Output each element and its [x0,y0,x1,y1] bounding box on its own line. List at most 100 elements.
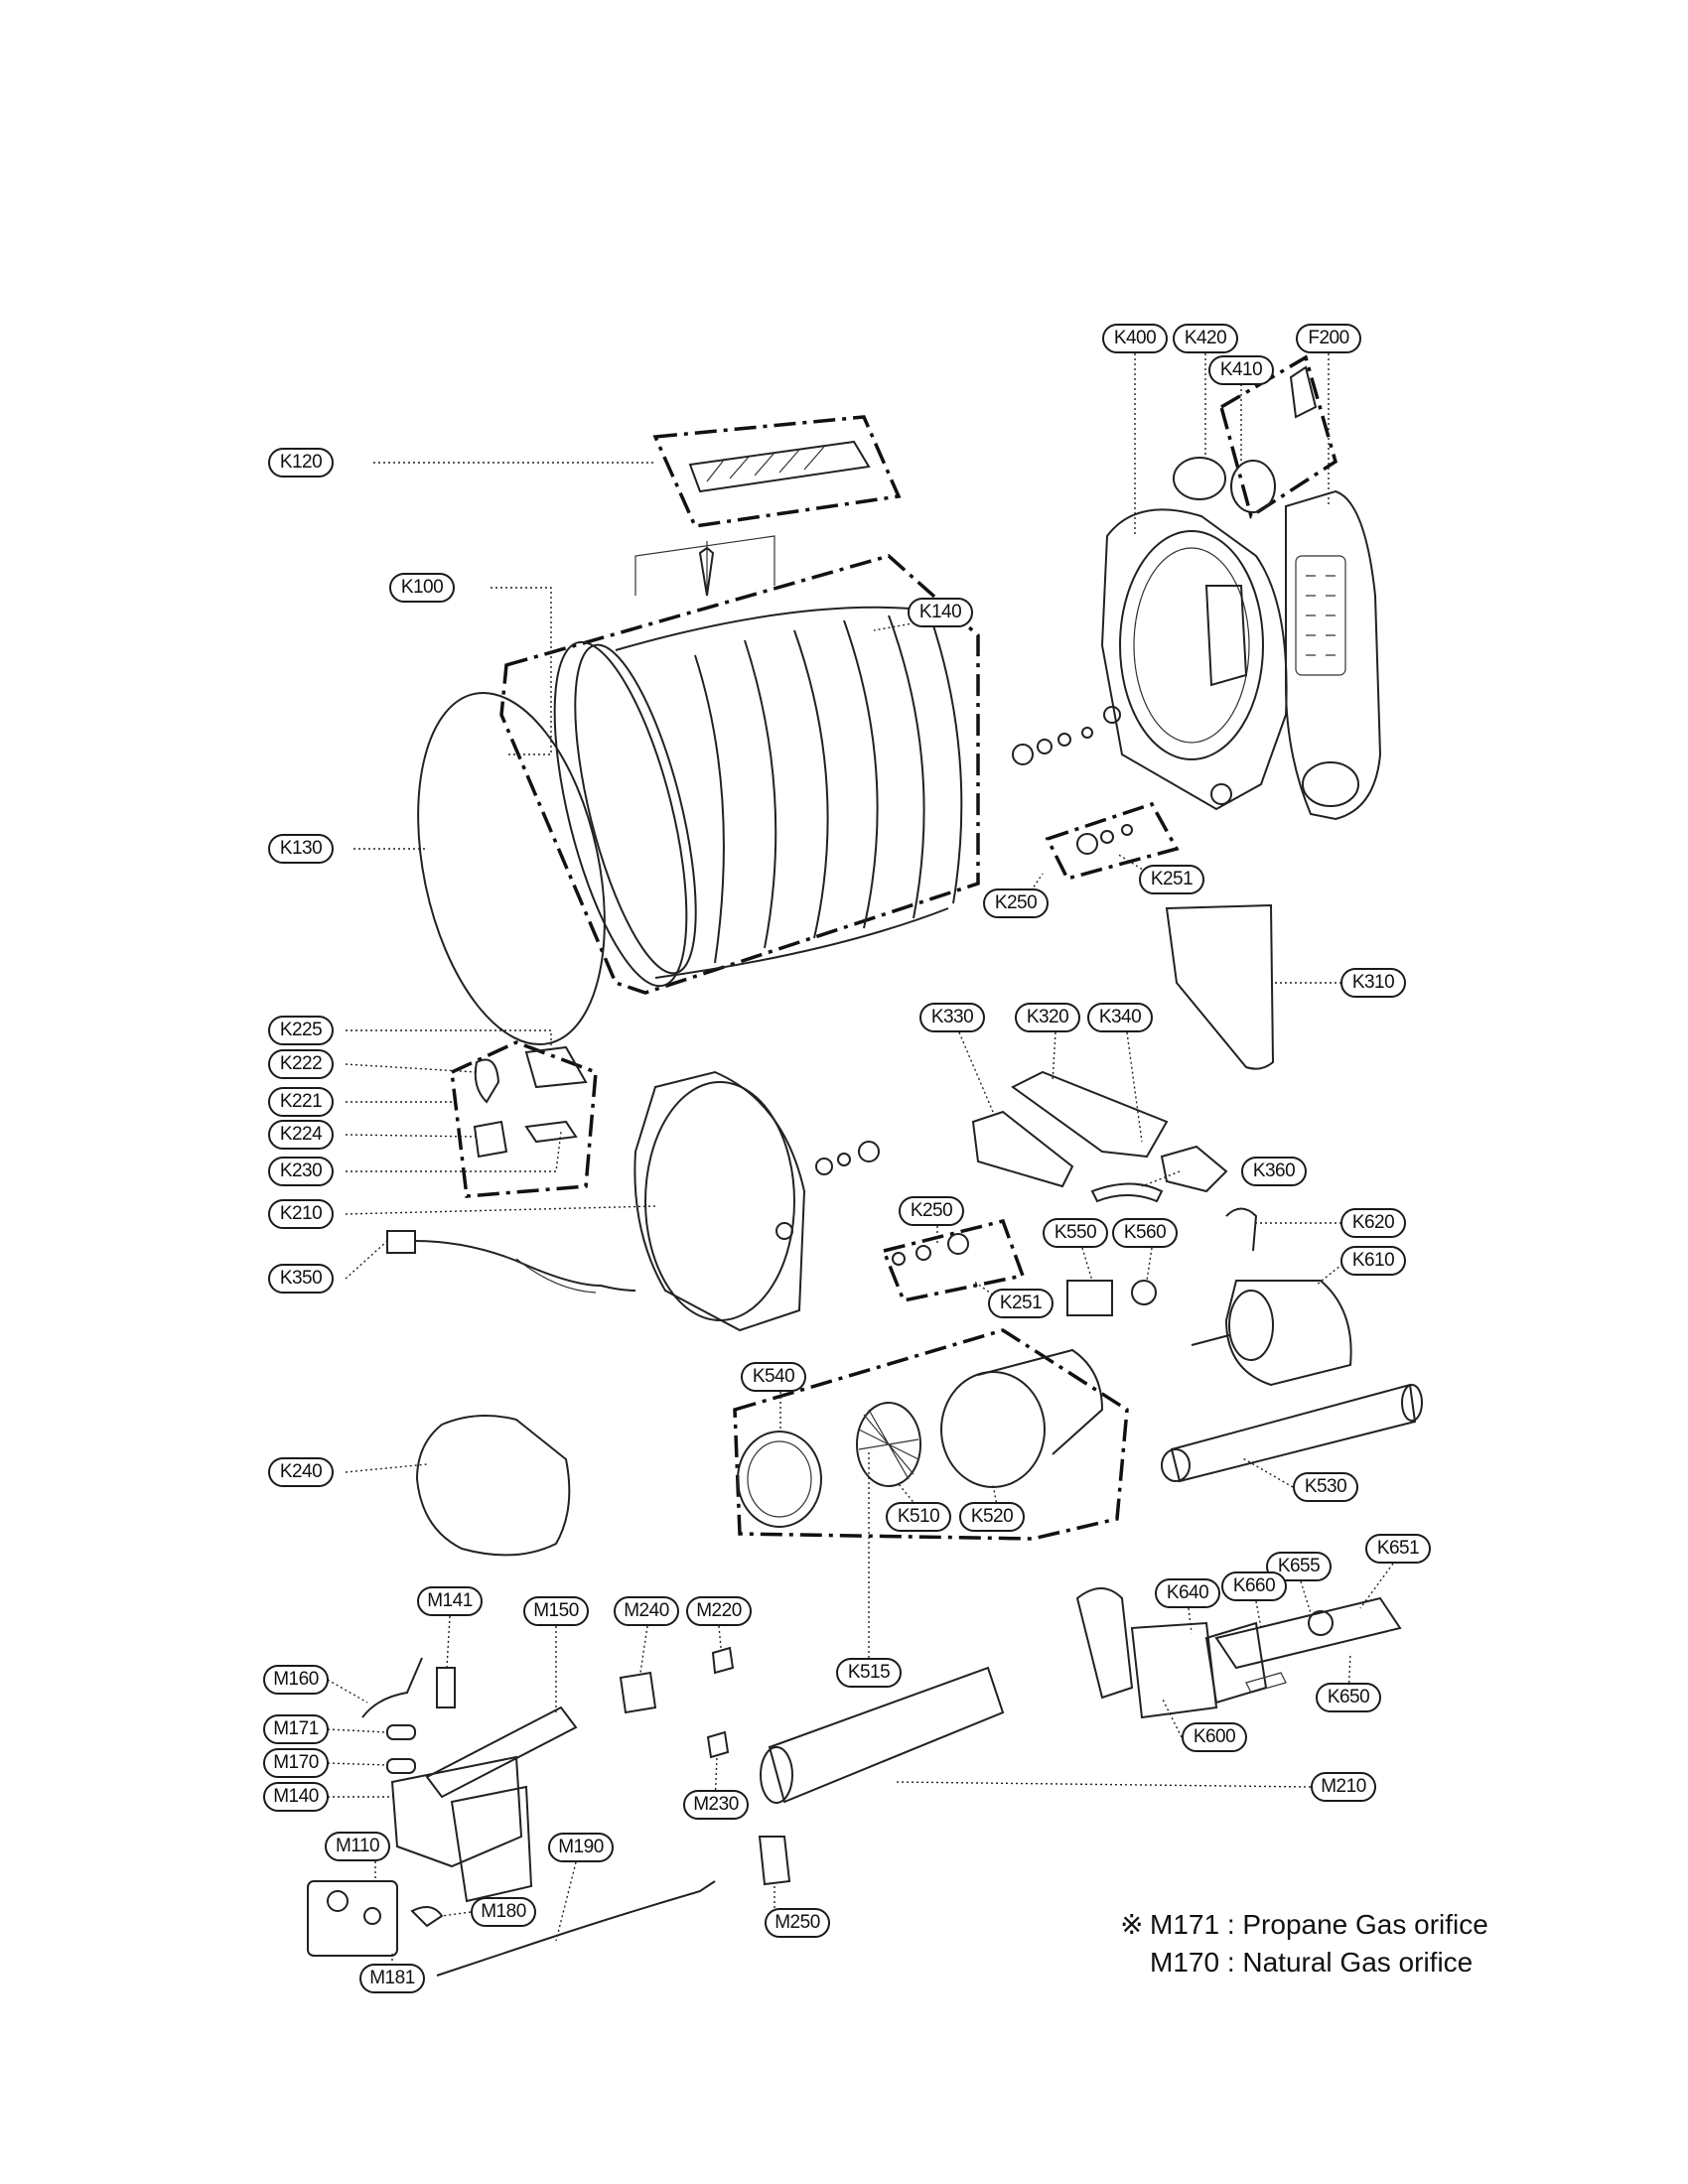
callout-K655: K655 [1266,1552,1332,1581]
callout-K660: K660 [1221,1571,1287,1601]
m170-orifice-part [386,1758,416,1774]
upper-bearing-part [1012,727,1133,855]
callout-M150: M150 [523,1596,589,1626]
k560-part [1131,1280,1157,1305]
callout-K540: K540 [741,1362,806,1392]
m140-bracket-part [390,1755,533,1903]
m150-manifold-part [425,1706,578,1799]
k610-motor-part [1191,1280,1352,1387]
callout-K620: K620 [1340,1208,1406,1238]
callout-K310: K310 [1340,968,1406,998]
callout-M171: M171 [263,1714,329,1744]
lower-bearing-part [815,1141,969,1266]
k600-bracket-part [1075,1587,1268,1719]
k222-bulb-part [474,1058,500,1104]
callout-K360: K360 [1241,1157,1307,1186]
front-bulkhead-part [1100,508,1288,811]
callout-K650: K650 [1316,1683,1381,1712]
group-outline-k220 [450,1040,598,1198]
callout-K100: K100 [389,573,455,603]
callout-K530: K530 [1293,1472,1358,1502]
k410-switch-part [1289,365,1318,419]
callout-M250: M250 [765,1908,830,1938]
m171-orifice-part [386,1724,416,1740]
m190-tube-part [436,1880,716,1977]
note-line-2: M170 : Natural Gas orifice [1150,1947,1474,1978]
callout-K250-upper: K250 [983,888,1049,918]
callout-M240: M240 [614,1596,679,1626]
callout-K350: K350 [268,1264,334,1294]
callout-K400: K400 [1102,324,1168,353]
callout-K230: K230 [268,1157,334,1186]
callout-K130: K130 [268,834,334,864]
callout-F200: F200 [1296,324,1361,353]
k240-duct-part [415,1415,571,1557]
callout-K340: K340 [1087,1003,1153,1032]
k320-grille-part [1011,1070,1169,1159]
k520-housing-part [940,1348,1104,1488]
k230-clip-part [524,1120,578,1144]
callout-K640: K640 [1155,1578,1220,1608]
callout-M230: M230 [683,1790,749,1820]
callout-M140: M140 [263,1782,329,1812]
m141-part [436,1667,456,1708]
m230-part [706,1730,730,1759]
k650-burner-part [1214,1596,1402,1694]
group-outline-k250-upper [1045,801,1180,882]
m160-part [361,1657,423,1718]
callout-K240: K240 [268,1457,334,1487]
m180-part [410,1906,444,1928]
m220-part [711,1646,735,1675]
callout-K550: K550 [1043,1218,1108,1248]
callout-M170: M170 [263,1748,329,1778]
callout-K610: K610 [1340,1246,1406,1276]
callout-K210: K210 [268,1199,334,1229]
m210-burner-tube-part [760,1666,1005,1804]
callout-K140: K140 [908,598,973,627]
note-mark-icon: ※ [1120,1909,1144,1940]
callout-K224: K224 [268,1120,334,1150]
group-outline-drum [499,554,980,995]
callout-K221: K221 [268,1087,334,1117]
callout-K330: K330 [919,1003,985,1032]
k510-fan-part [856,1402,921,1487]
callout-M220: M220 [686,1596,752,1626]
drum-part [553,535,963,988]
k540-gasket-part [737,1431,822,1528]
k530-tube-part [1161,1383,1423,1483]
callout-K320: K320 [1015,1003,1080,1032]
k360-part [1090,1182,1164,1203]
callout-K420: K420 [1173,324,1238,353]
callout-M160: M160 [263,1665,329,1695]
k420-ring-part [1173,457,1226,500]
callout-K251-lower: K251 [988,1289,1054,1318]
callout-K250-lower: K250 [899,1196,964,1226]
k540-gasket-inner [747,1440,812,1518]
screw-part [698,546,715,597]
k410-part [1230,460,1276,513]
group-outline-k250-lower [881,1218,1026,1303]
callout-K225: K225 [268,1016,334,1045]
k221-socket-part [473,1120,508,1159]
callout-M110: M110 [325,1832,390,1861]
callout-M180: M180 [471,1897,536,1927]
callout-K515: K515 [836,1658,902,1688]
callout-K222: K222 [268,1049,334,1079]
k620-part [1225,1207,1258,1252]
callout-M190: M190 [548,1833,614,1862]
callout-K600: K600 [1182,1722,1247,1752]
group-outline-k120 [652,415,902,528]
group-outline-blower [733,1328,1129,1541]
callout-M141: M141 [417,1586,483,1616]
lint-filter-part [1165,903,1275,1070]
note-line-1: M171 : Propane Gas orifice [1150,1909,1488,1940]
callout-K510: K510 [886,1502,951,1532]
callout-K410: K410 [1208,355,1274,385]
m250-part [758,1836,791,1886]
k330-part [971,1110,1074,1188]
callout-K520: K520 [959,1502,1025,1532]
note-propane: ※M171 : Propane Gas orifice [1120,1906,1488,1944]
m240-part [619,1671,657,1714]
callout-K560: K560 [1112,1218,1178,1248]
